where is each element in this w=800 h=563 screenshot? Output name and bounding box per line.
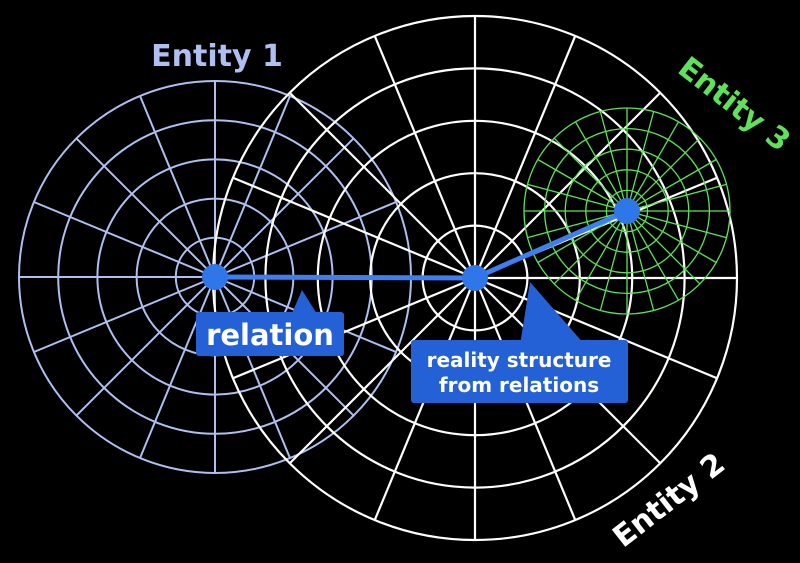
entity-3-polar-grid (523, 107, 731, 315)
entity-2-grid-spoke (474, 276, 718, 380)
entity-2-grid-spoke (232, 176, 476, 280)
entity-2-grid-spoke (288, 277, 476, 465)
relation-callout: relation (196, 290, 344, 356)
entity-3-grid-spoke (553, 137, 628, 212)
reality-structure-callout: reality structure from relations (411, 282, 628, 403)
entity-3-grid-spoke (626, 111, 655, 212)
relation-link-2-3 (472, 208, 630, 281)
entity-1-grid-spoke (214, 201, 397, 278)
entity-1-label: Entity 1 (151, 39, 283, 74)
entity-2-grid-spoke (288, 91, 476, 279)
entity-3-grid-spoke (626, 210, 727, 239)
entity-2-grid-spoke (474, 91, 662, 279)
entity-3-grid-spoke (626, 210, 680, 301)
entity-3-grid-spoke (553, 210, 628, 285)
relation-link-1-2 (212, 274, 478, 281)
entity-3-grid-spoke (626, 183, 727, 212)
entity-3-grid-spoke (599, 210, 628, 311)
entity-2-grid-spoke (232, 276, 476, 380)
relation-callout-text: relation (206, 318, 334, 352)
entity-1-grid-spoke (75, 137, 216, 278)
entity-3-grid-spoke (599, 111, 628, 212)
entity-1-grid-spoke (33, 276, 216, 353)
entity-3-grid-spoke (626, 158, 717, 212)
entity-2-grid-spoke (373, 35, 477, 279)
reality-callout-line-2: from relations (439, 373, 599, 397)
entity-1-grid-spoke (139, 276, 216, 459)
entity-3-grid-spoke (537, 158, 628, 212)
entity-1-grid-spoke (139, 95, 216, 278)
entity-1-grid-spoke (214, 137, 355, 278)
entity-3-node (614, 198, 640, 224)
entity-3-grid-spoke (527, 210, 628, 239)
entity-1-grid-spoke (75, 276, 216, 417)
entity-3-grid-spoke (626, 210, 701, 285)
entity-3-grid-spoke (626, 210, 717, 264)
entity-1-node (202, 264, 228, 290)
entity-3-grid-spoke (574, 210, 628, 301)
entity-3-grid-spoke (626, 137, 701, 212)
entity-2-node (462, 265, 488, 291)
entity-3-grid-spoke (574, 121, 628, 212)
reality-callout-line-1: reality structure (427, 348, 612, 372)
entity-3-grid-spoke (626, 210, 655, 311)
entity-1-grid-spoke (33, 201, 216, 278)
entity-3-grid-spoke (527, 183, 628, 212)
entity-1-grid-spoke (214, 276, 291, 459)
entity-3-grid-spoke (626, 121, 680, 212)
entity-2-grid-spoke (473, 35, 577, 279)
